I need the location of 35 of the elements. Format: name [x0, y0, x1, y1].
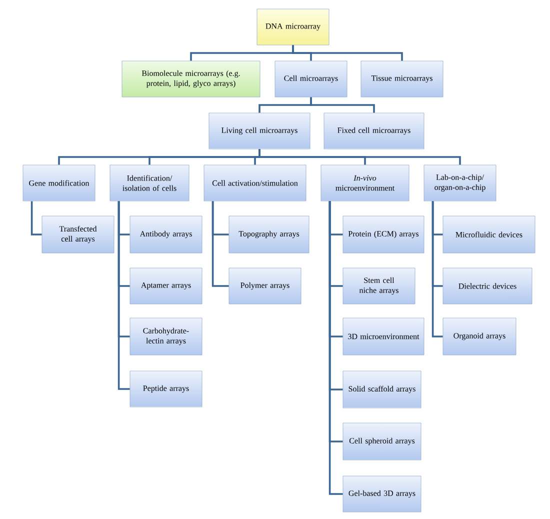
category-box: Aptamer arrays — [130, 268, 202, 304]
category-box: Gene modification — [22, 164, 96, 202]
category-box: Organoid arrays — [442, 318, 516, 356]
category-box: Stem cell niche arrays — [342, 268, 416, 304]
connector-line — [292, 45, 403, 61]
category-box: Protein (ECM) arrays — [342, 216, 424, 254]
category-box: Identification/ isolation of cells — [110, 164, 190, 202]
connector-line — [212, 201, 229, 287]
category-box: Cell activation/stimulation — [204, 164, 306, 202]
category-box: Polymer arrays — [228, 268, 302, 304]
category-box: Topography arrays — [228, 216, 310, 254]
category-box: Biomolecule microarrays (e.g. protein, lipid, glyco arrays) — [122, 60, 260, 98]
category-box: Cell spheroid arrays — [342, 422, 422, 460]
connector-line — [310, 97, 375, 113]
category-box: Solid scaffold arrays — [342, 370, 422, 408]
category-box: Microfluidic devices — [442, 216, 536, 254]
category-box: Dielectric devices — [442, 268, 532, 304]
category-box: Lab-on-a-chip/ organ-on-a-chip — [424, 164, 496, 202]
category-box: Tissue microarrays — [360, 60, 444, 98]
category-box: Fixed cell microarrays — [324, 112, 424, 150]
connector-line — [118, 201, 130, 390]
category-box: Transfected cell arrays — [42, 216, 114, 254]
category-box: Antibody arrays — [130, 216, 202, 254]
connector-line — [328, 201, 343, 495]
connector-line — [258, 149, 461, 165]
category-box: Living cell microarrays — [208, 112, 310, 150]
category-box: 3D microenvironment — [342, 318, 424, 356]
connector-line — [30, 201, 42, 236]
category-box: Peptide arrays — [130, 370, 202, 408]
category-box: Gel-based 3D arrays — [342, 476, 422, 512]
category-box: DNA microarray — [256, 8, 330, 46]
category-box: Carbohydrate-lectin arrays — [130, 318, 202, 356]
category-box: Cell microarrays — [274, 60, 348, 98]
category-box: In-vivo microenvironment — [320, 164, 410, 202]
connector-line — [432, 201, 443, 338]
